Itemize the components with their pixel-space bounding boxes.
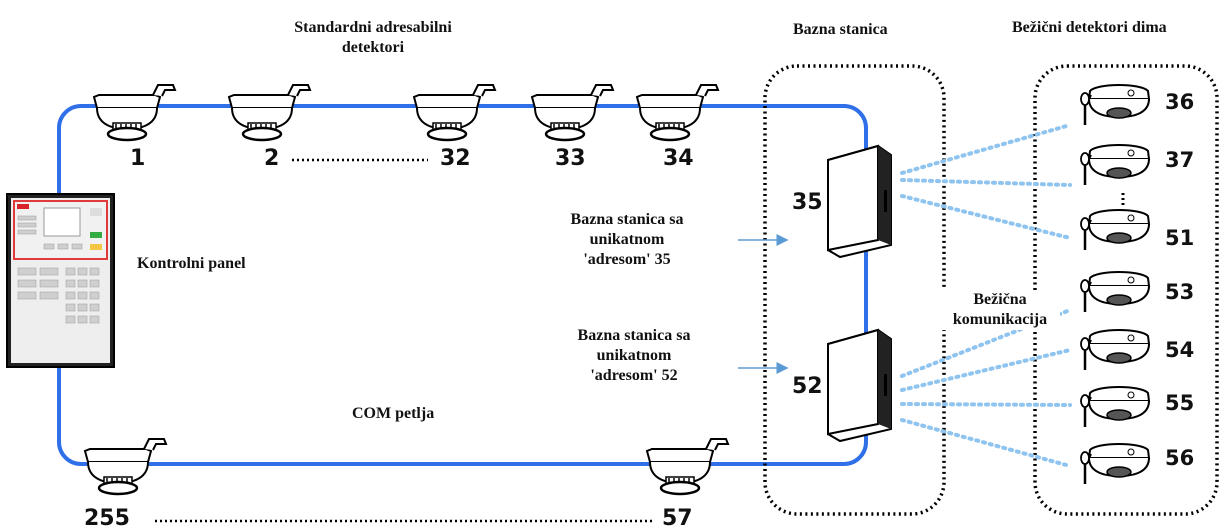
loop-detector-255 [83,437,168,496]
loop-detector-33-number: 33 [555,146,586,171]
wireless-detector-55 [1079,385,1151,429]
standard-detectors-title: Standardni adresabilni detektori [278,18,468,58]
wireless-detectors-title: Bežični detektori dima [1012,19,1167,36]
wireless-communication-line2: komunikacija [952,311,1048,328]
wireless-detector-36 [1079,83,1151,127]
base-station-52-description: Bazna stanica sa unikatnom 'adresom' 52 [559,326,709,386]
wireless-detector-37-number: 37 [1165,148,1195,172]
wireless-detector-36-number: 36 [1165,90,1195,114]
base-station-52-number: 52 [792,374,823,399]
loop-detector-33 [530,83,615,142]
base-station-35-device [827,144,892,259]
loop-detector-2 [227,83,312,142]
control-panel [6,193,115,368]
loop-detector-32 [412,83,497,142]
wireless-detector-53 [1079,270,1151,314]
base-station-35-description: Bazna stanica sa unikatnom 'adresom' 35 [552,210,702,270]
bs35-desc-line3: 'adresom' 35 [583,251,671,268]
bs52-desc-line2: unikatnom [596,347,672,364]
wireless-detector-51 [1079,208,1151,252]
loop-detector-57-number: 57 [662,506,693,531]
loop-detector-32-number: 32 [440,146,471,171]
loop-detector-34 [635,83,720,142]
wireless-detector-54-number: 54 [1165,338,1195,362]
wireless-detector-54 [1079,328,1151,372]
wireless-detector-55-number: 55 [1165,391,1195,415]
wireless-detector-56 [1079,442,1151,486]
base-station-title: Bazna stanica [793,21,888,38]
bs35-desc-line1: Bazna stanica sa [570,211,684,228]
wireless-detector-56-number: 56 [1165,446,1195,470]
wireless-communication-label: Bežična komunikacija [940,290,1060,330]
standard-detectors-title-line2: detektori [341,39,405,56]
base-station-35-number: 35 [792,190,823,215]
loop-detector-1 [92,83,177,142]
loop-detector-255-number: 255 [84,506,130,531]
loop-detector-34-number: 34 [663,146,694,171]
loop-detector-2-number: 2 [264,146,280,171]
base-station-52-device [827,328,892,443]
loop-detector-1-number: 1 [130,146,146,171]
wireless-detector-51-number: 51 [1165,226,1195,250]
standard-detectors-title-line1: Standardni adresabilni [294,19,452,36]
wireless-detector-37 [1079,143,1151,187]
wireless-links [900,123,1072,468]
com-loop-label: COM petlja [352,405,435,422]
control-panel-label: Kontrolni panel [137,255,246,272]
bs52-desc-line1: Bazna stanica sa [577,327,691,344]
bs52-desc-line3: 'adresom' 52 [590,367,678,384]
wireless-detector-53-number: 53 [1165,280,1195,304]
base-station-group-border [763,64,946,516]
wireless-communication-line1: Bežična [973,291,1027,308]
bs35-desc-line2: unikatnom [589,231,665,248]
loop-detector-57 [645,437,730,496]
